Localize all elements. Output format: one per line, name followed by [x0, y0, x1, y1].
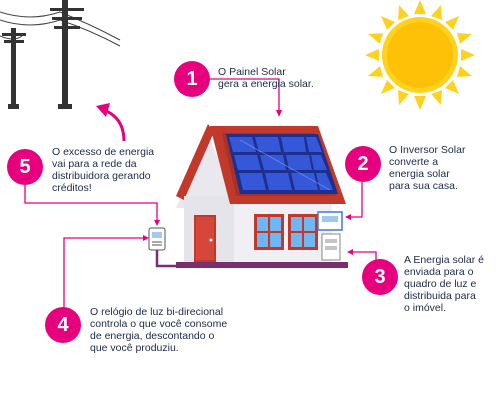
step-label-5: O excesso de energia vai para a rede da … [52, 146, 155, 194]
step-label-3: A Energia solar é enviada para o quadro … [404, 254, 484, 314]
step-label-4: O relógio de luz bi-direcional controla … [90, 306, 228, 354]
step-badge-3: 3 [362, 259, 398, 295]
step-label-1: O Painel Solar gera a energia solar. [218, 66, 314, 90]
meter-icon [148, 227, 190, 268]
distribution-board-icon [321, 233, 341, 261]
sun-icon [365, 0, 475, 110]
inverter-icon [317, 211, 343, 231]
curved-arrow-icon [96, 103, 126, 142]
step-badge-4: 4 [45, 307, 81, 343]
connector-lines [24, 78, 377, 308]
step-badge-5: 5 [7, 149, 43, 185]
step-badge-1: 1 [174, 61, 210, 97]
solar-panels-icon [226, 134, 338, 194]
house-illustration [176, 124, 348, 268]
step-label-2: O Inversor Solar converte a energia sola… [389, 144, 466, 192]
power-lines-icon [0, 0, 121, 109]
step-badge-2: 2 [345, 146, 381, 182]
